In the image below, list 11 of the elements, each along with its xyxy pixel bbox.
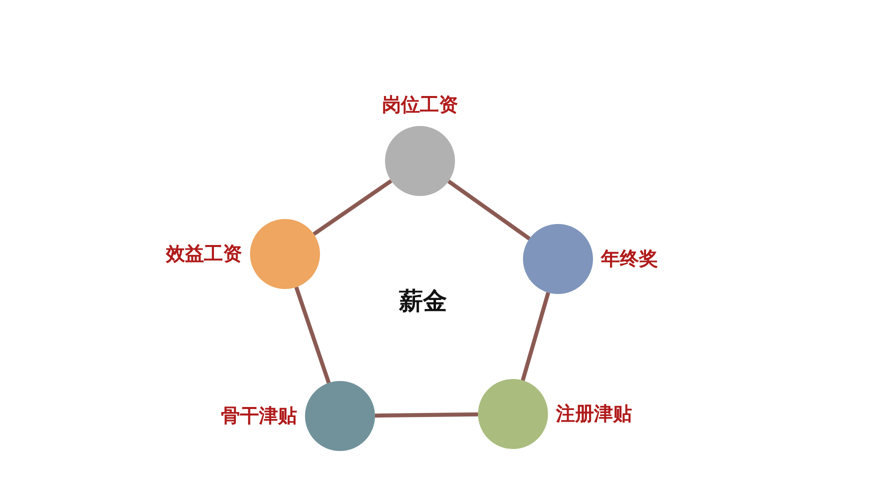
node-label: 注册津贴 <box>556 402 632 427</box>
node-label: 年终奖 <box>601 247 658 272</box>
connector-line <box>447 180 531 240</box>
connector-line <box>294 286 331 384</box>
center-label: 薪金 <box>399 286 447 317</box>
connector-line <box>374 412 478 418</box>
connector-line <box>520 292 550 381</box>
node-label: 岗位工资 <box>382 93 458 118</box>
connector-line <box>312 179 392 236</box>
node-label: 效益工资 <box>166 242 242 267</box>
node-label: 骨干津贴 <box>221 404 297 429</box>
